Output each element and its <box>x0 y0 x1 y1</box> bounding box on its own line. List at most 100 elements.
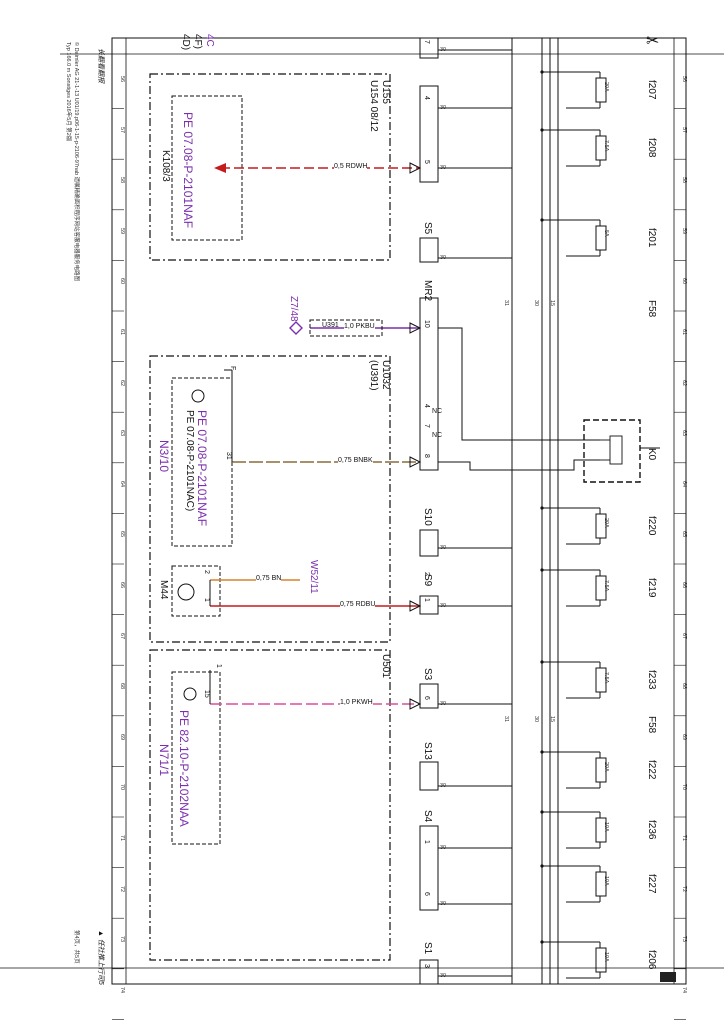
fuse-part <box>595 77 607 103</box>
n310-ref[interactable]: PE 07.08-P-2101NAF <box>195 410 209 527</box>
bus-tag-30: 30 <box>440 901 447 907</box>
k108-label: K108/3 <box>160 150 171 182</box>
n310-label: N3/10 <box>157 440 171 473</box>
column-ticks <box>112 108 686 1020</box>
fuse-f222 <box>540 750 607 789</box>
fuse-part <box>540 506 544 510</box>
pin-7-top: 7 <box>423 40 430 44</box>
fuse-f208 <box>540 128 607 167</box>
footer-left-text2: Typ 166.0 m Sonstiges 2016年5月 第2版 <box>65 42 71 142</box>
column-number-right: 72 <box>681 885 687 892</box>
k108-ref[interactable]: PE 07.08-P-2101NAF <box>181 112 195 229</box>
bus-label: 31 <box>503 716 509 723</box>
pin-1-m44: 1 <box>203 598 210 602</box>
fuse-rating: 5A <box>603 230 609 237</box>
conn-s13 <box>419 761 439 791</box>
column-number-left: 56 <box>119 76 125 83</box>
column-number-left: 67 <box>119 632 125 639</box>
column-number-right: 60 <box>681 278 687 285</box>
column-number-left: 63 <box>119 430 125 437</box>
fuse-rating: 20A <box>603 762 609 772</box>
relay-k0-box <box>583 419 641 483</box>
column-number-right: 59 <box>681 227 687 234</box>
conn-s4 <box>419 825 439 911</box>
module-u391-label: (U391) <box>368 360 379 391</box>
fuse-label: f233 <box>646 670 657 690</box>
column-number-left: 71 <box>119 835 125 842</box>
column-number-left: 74 <box>119 986 125 993</box>
column-number-right: 62 <box>681 379 687 386</box>
w52-ref[interactable]: W52/11 <box>308 560 319 594</box>
n711-ref[interactable]: PE 82.10-P-2102NAA <box>177 710 191 827</box>
n310-sensor-icon <box>191 389 205 403</box>
bus-tag-30: 30 <box>440 47 447 53</box>
pin-7-mr2: 7 <box>423 424 430 428</box>
bus-label: 31 <box>503 300 509 307</box>
pin-1-u501: 1 <box>215 664 222 668</box>
relay-feed <box>438 327 660 471</box>
bus-tag-30: 30 <box>440 783 447 789</box>
conn-s5-upper <box>419 85 439 183</box>
connector-label: S4 <box>422 810 433 823</box>
column-number-left: 65 <box>119 531 125 538</box>
fuse-label: f208 <box>646 138 657 158</box>
pin-3-s1: 3 <box>423 964 430 968</box>
fuse-label: f222 <box>646 760 657 780</box>
pin-1-s4: 1 <box>423 840 430 844</box>
fuse-label: f201 <box>646 228 657 248</box>
column-number-left: 69 <box>119 733 125 740</box>
scissors-icon: ✂ <box>646 33 659 50</box>
fuse-part <box>595 575 607 601</box>
connector-boxes <box>419 37 439 985</box>
f-label: F <box>229 366 236 371</box>
column-number-right: 68 <box>681 683 687 690</box>
bus-tag-30: 30 <box>440 255 447 261</box>
fuse-part <box>540 128 544 132</box>
footer-left-text: © Daimler AG 21-1-13 U01/19.p06-1-15-p-2… <box>73 42 79 282</box>
fuse-f220 <box>540 506 607 545</box>
fuse-f236 <box>540 810 607 849</box>
fuse-rating: 7.5A <box>603 140 609 152</box>
fuse-part <box>595 667 607 693</box>
module-u501-label: U501 <box>380 654 391 678</box>
bus-tag-30: 30 <box>440 973 447 979</box>
frame-outer <box>111 37 687 985</box>
wire-label: 0,75 BN <box>256 575 282 582</box>
connector-label: S5 <box>422 222 433 235</box>
z7-ref[interactable]: Z7/48 <box>288 296 299 322</box>
column-number-right: 71 <box>681 835 687 842</box>
n711-label: N71/1 <box>157 744 171 777</box>
column-number-left: 70 <box>119 784 125 791</box>
column-number-left: 59 <box>119 227 125 234</box>
bus-tag-30: 30 <box>440 165 447 171</box>
column-number-right: 69 <box>681 733 687 740</box>
conn-s1 <box>419 959 439 985</box>
connector-label: S1 <box>422 942 433 955</box>
bottom-marker: ▲ 任社推上行司5 <box>97 930 104 985</box>
wire-label: 0,75 BNBK <box>338 457 373 464</box>
column-number-left: 73 <box>119 936 125 943</box>
bus-label: 15 <box>549 300 555 307</box>
column-number-right: 56 <box>681 76 687 83</box>
n711-box <box>171 671 221 845</box>
fuse-part <box>540 568 544 572</box>
bus-tag-30: 30 <box>440 545 447 551</box>
fuse-part <box>595 871 607 897</box>
page-info: 第4页，共5页 <box>73 930 79 964</box>
bus-tag-30: 30 <box>440 701 447 707</box>
code-4c: 4C <box>204 34 215 47</box>
wire-pin: 10 <box>423 320 430 328</box>
connector-label: S3 <box>422 668 433 681</box>
fuse-part <box>540 750 544 754</box>
nc-label-2: NC <box>432 432 443 439</box>
column-number-left: 72 <box>119 885 125 892</box>
fuse-label: f219 <box>646 578 657 598</box>
column-number-left: 62 <box>119 379 125 386</box>
fuse-part <box>595 817 607 843</box>
fuse-rating: 10A <box>603 876 609 886</box>
nc-label-1: NC <box>432 408 443 415</box>
wire-pin: 2 <box>423 572 430 576</box>
module-u501-box <box>149 649 391 961</box>
n310-ref2: PE 07.08-P-2101NAC) <box>184 410 195 512</box>
